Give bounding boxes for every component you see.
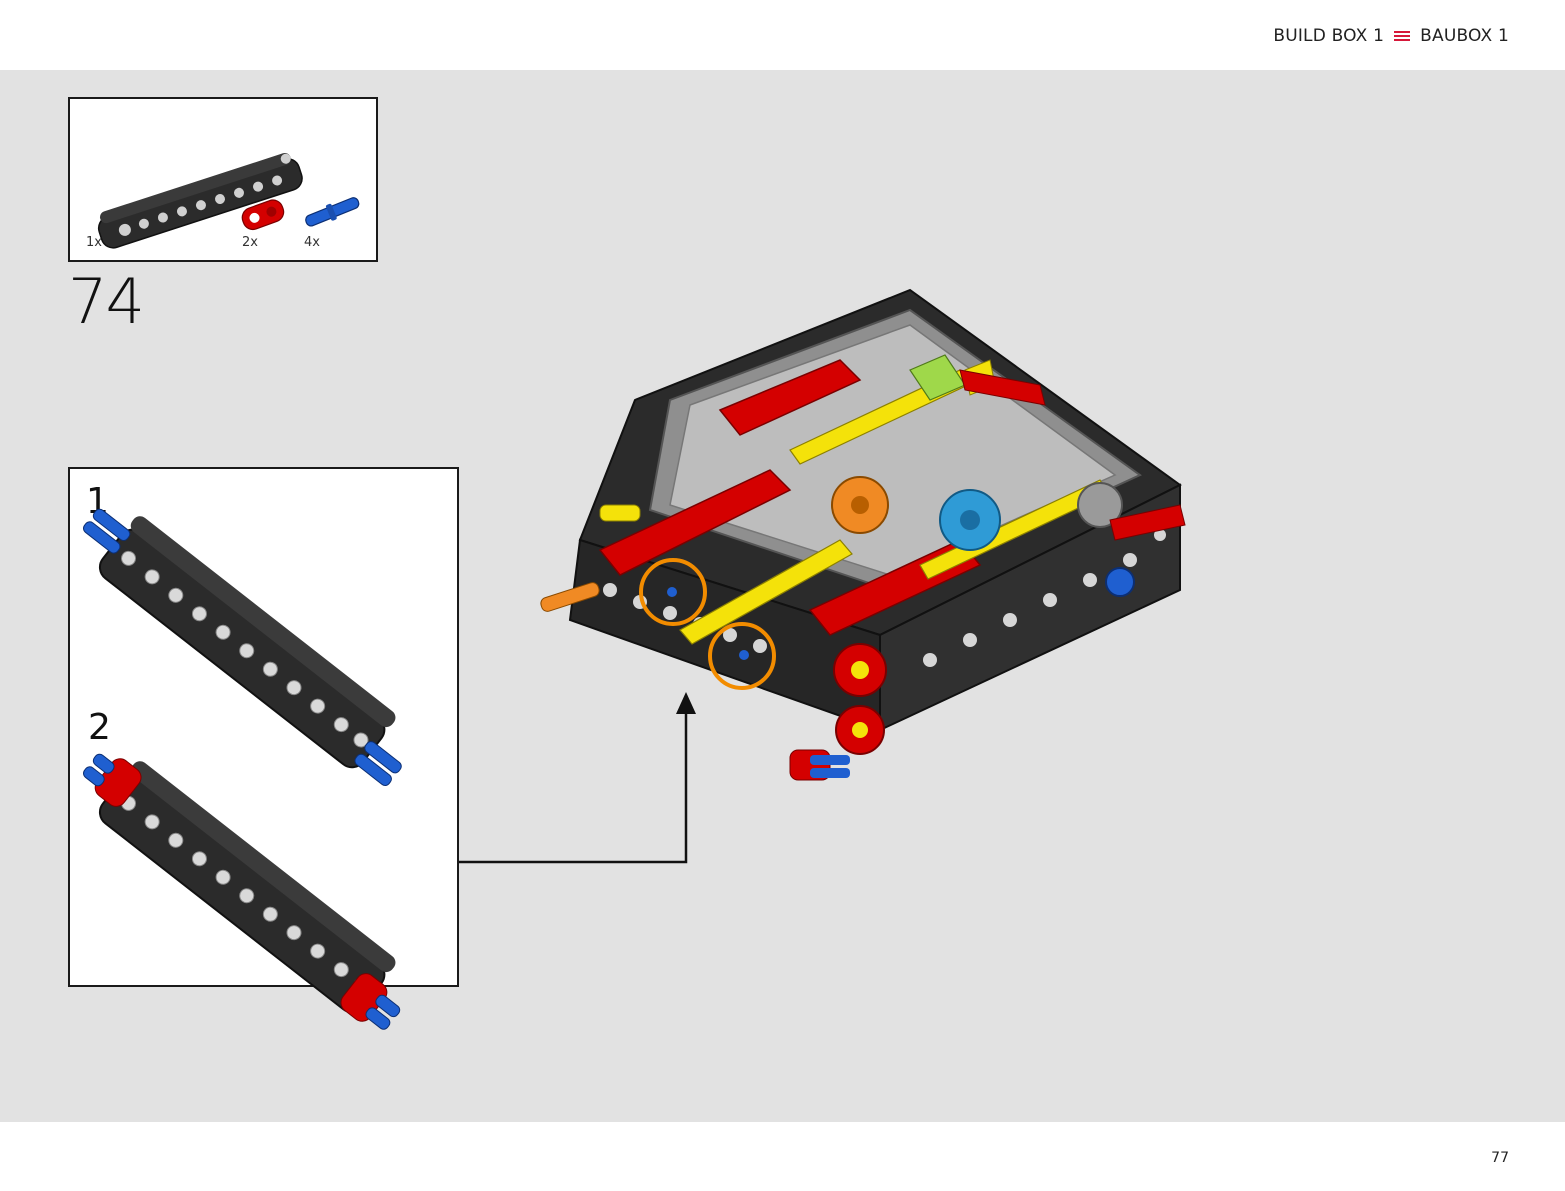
parts-list-box: 1x 2x 4x <box>68 97 378 262</box>
menu-icon <box>1394 30 1411 42</box>
substep-number: 2 <box>88 707 111 748</box>
page-footer: 77 <box>0 1122 1565 1191</box>
build-box-label: BUILD BOX 1 BAUBOX 1 <box>1273 26 1509 46</box>
page-header: BUILD BOX 1 BAUBOX 1 <box>0 0 1565 70</box>
substep-1-beam-illustration <box>83 508 402 786</box>
red-connector-icon <box>241 199 285 231</box>
quantity-label: 2x <box>242 235 258 250</box>
page-number: 77 <box>1491 1150 1509 1166</box>
step-number: 74 <box>68 265 145 338</box>
instruction-stage: 1x 2x 4x 74 1 2 <box>0 70 1565 1122</box>
subassembly-box: 1 2 <box>68 467 459 1030</box>
build-box-de: BAUBOX 1 <box>1420 26 1509 46</box>
build-box-en: BUILD BOX 1 <box>1273 26 1385 46</box>
quantity-label: 4x <box>304 235 320 250</box>
gearbox-model-illustration <box>540 288 1186 781</box>
blue-pin-icon <box>305 197 360 227</box>
quantity-label: 1x <box>86 235 102 250</box>
black-panel-beam-icon <box>97 153 303 249</box>
substep-2-beam-illustration <box>83 753 401 1030</box>
